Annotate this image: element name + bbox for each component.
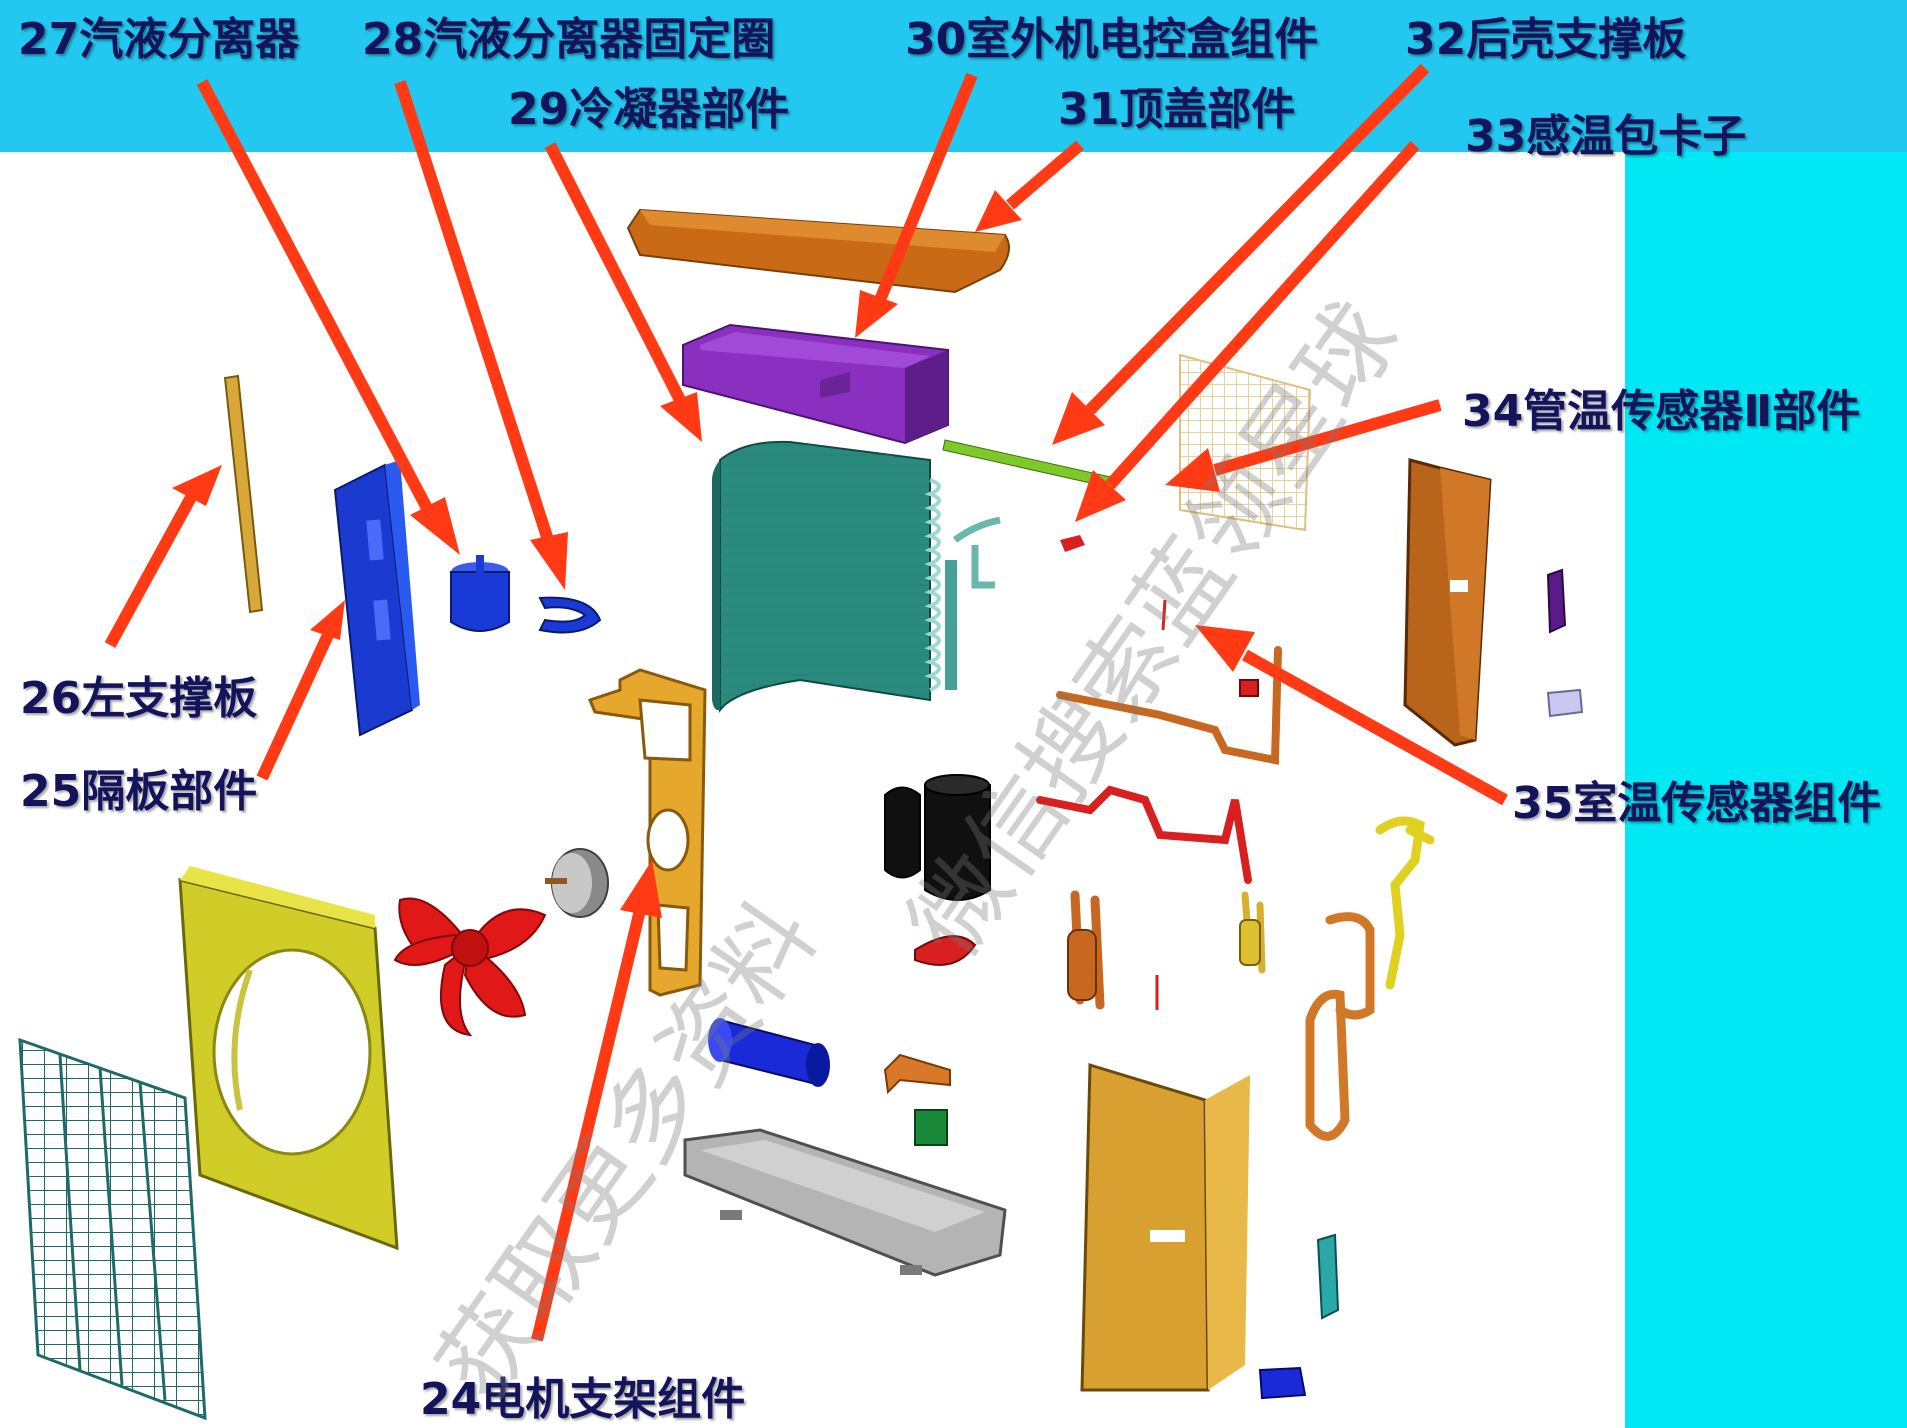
arrow-35 bbox=[1242, 649, 1508, 806]
label-35: 35室温传感器组件 bbox=[1512, 778, 1882, 829]
arrow-31-head bbox=[975, 190, 1022, 232]
label-30: 30室外机电控盒组件 bbox=[905, 14, 1319, 65]
arrow-24-head bbox=[620, 860, 662, 918]
label-27: 27汽液分离器 bbox=[18, 14, 300, 65]
red-clip-part bbox=[914, 935, 977, 966]
arrow-25 bbox=[256, 632, 334, 781]
four-way-valve-part bbox=[1067, 919, 1261, 1001]
arrow-24 bbox=[531, 908, 646, 1342]
label-24: 24电机支架组件 bbox=[420, 1374, 746, 1425]
arrow-31 bbox=[1006, 140, 1084, 210]
arrow-35-head bbox=[1195, 625, 1255, 672]
valve-bracket-part bbox=[883, 1053, 951, 1095]
arrow-25-head bbox=[310, 600, 345, 640]
connecting-pipes-part bbox=[1036, 646, 1435, 1141]
label-26: 26左支撑板 bbox=[20, 673, 258, 724]
arrow-33-head bbox=[1075, 470, 1126, 522]
front-grille-part bbox=[18, 1037, 207, 1421]
gas-liquid-separator-part bbox=[450, 555, 510, 632]
label-25: 25隔板部件 bbox=[20, 766, 258, 817]
callout-arrows bbox=[104, 63, 1508, 1342]
right-band bbox=[1625, 152, 1907, 1428]
reactor-part bbox=[914, 1109, 948, 1146]
sensor-clip-part bbox=[1060, 535, 1085, 552]
arrow-26 bbox=[104, 487, 201, 648]
motor-bracket-part bbox=[587, 668, 707, 997]
fan-motor-part bbox=[545, 848, 609, 918]
arrow-34 bbox=[1213, 399, 1442, 476]
room-temp-sensor-part bbox=[1239, 679, 1259, 697]
small-plates-part bbox=[1155, 568, 1584, 1400]
label-31: 31顶盖部件 bbox=[1058, 84, 1296, 135]
label-34: 34管温传感器Ⅱ部件 bbox=[1462, 386, 1861, 437]
label-29: 29冷凝器部件 bbox=[508, 84, 790, 135]
axial-fan-part bbox=[393, 897, 547, 1037]
right-side-panel-part bbox=[1403, 458, 1492, 747]
arrow-32-head bbox=[1052, 392, 1105, 445]
arrow-29 bbox=[544, 142, 686, 403]
partition-panel-part bbox=[333, 460, 420, 737]
arrow-29-head bbox=[660, 392, 702, 442]
label-33: 33感温包卡子 bbox=[1465, 111, 1747, 162]
label-32: 32后壳支撑板 bbox=[1405, 14, 1687, 65]
left-support-plate-part bbox=[223, 374, 264, 614]
arrow-27 bbox=[196, 79, 434, 513]
front-right-panel-part bbox=[1080, 1062, 1250, 1392]
arrow-34-head bbox=[1165, 448, 1220, 492]
arrow-30-head bbox=[855, 290, 898, 338]
compressor-part bbox=[884, 774, 991, 901]
arrow-30 bbox=[874, 72, 978, 303]
arrow-26-head bbox=[172, 465, 222, 506]
condenser-part bbox=[712, 440, 1001, 713]
arrow-28-head bbox=[530, 532, 568, 590]
chassis-part bbox=[683, 1128, 1007, 1277]
reservoir-tank-part bbox=[708, 1018, 830, 1087]
arrow-33 bbox=[1105, 140, 1420, 490]
separator-ring-part bbox=[538, 596, 602, 634]
pipe-temp-sensor-part bbox=[1161, 599, 1167, 631]
label-28: 28汽液分离器固定圈 bbox=[362, 14, 776, 65]
arrow-28 bbox=[394, 80, 554, 542]
arrow-27-head bbox=[410, 497, 460, 555]
electric-box-part bbox=[682, 323, 949, 445]
rear-support-rod-part bbox=[942, 439, 1116, 489]
front-panel-part bbox=[178, 866, 399, 1251]
arrow-32 bbox=[1085, 63, 1430, 415]
